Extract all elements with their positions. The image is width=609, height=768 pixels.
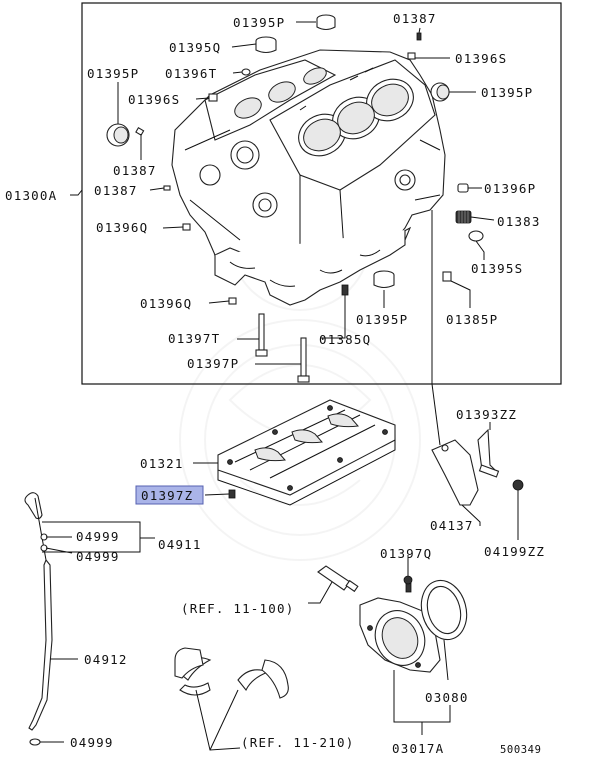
rear-seal-housing-03017A [359,575,468,673]
ref-11-210-bearings [174,647,289,699]
bedplate-01321 [217,399,396,506]
label-01395P-right[interactable]: 01395P [481,85,533,100]
label-01387-left[interactable]: 01387 [113,163,157,178]
label-01396S-top[interactable]: 01396S [455,51,507,66]
block-small-parts [106,14,484,383]
block-frame [81,2,562,385]
label-ref-11-210[interactable]: (REF. 11-210) [241,735,354,750]
label-01396P[interactable]: 01396P [484,181,536,196]
dipstick-04912 [24,492,53,746]
label-01397Z[interactable]: 01397Z [141,488,193,503]
label-01396S-left[interactable]: 01396S [128,92,180,107]
cylinder-block-drawing [171,49,446,306]
label-01385Q[interactable]: 01385Q [319,332,371,347]
label-04999-c[interactable]: 04999 [70,735,114,750]
label-01395P-top[interactable]: 01395P [233,15,285,30]
label-04199ZZ[interactable]: 04199ZZ [484,544,545,559]
part-labels: 01395P 01387 01395Q 01396S 01395P 01396T… [5,11,545,756]
label-03017A[interactable]: 03017A [392,741,444,756]
label-01383[interactable]: 01383 [497,214,541,229]
label-01396Q-mid[interactable]: 01396Q [96,220,148,235]
label-01396Q-low[interactable]: 01396Q [140,296,192,311]
label-04999-a[interactable]: 04999 [76,529,120,544]
label-01397T[interactable]: 01397T [168,331,220,346]
label-04911[interactable]: 04911 [158,537,202,552]
label-01385P[interactable]: 01385P [446,312,498,327]
label-01387-top[interactable]: 01387 [393,11,437,26]
label-ref-11-100[interactable]: (REF. 11-100) [181,601,294,616]
label-03080[interactable]: 03080 [425,690,469,705]
ref-11-100-part [317,565,359,593]
label-01397Q[interactable]: 01397Q [380,546,432,561]
label-01395S[interactable]: 01395S [471,261,523,276]
label-01397P[interactable]: 01397P [187,356,239,371]
label-01395P-low[interactable]: 01395P [356,312,408,327]
label-01300A[interactable]: 01300A [5,188,57,203]
label-01396T[interactable]: 01396T [165,66,217,81]
leader-lines [40,21,519,751]
highlight-01397Z [135,485,204,505]
label-01321[interactable]: 01321 [140,456,184,471]
label-01387-mid[interactable]: 01387 [94,183,138,198]
label-01395Q-top[interactable]: 01395Q [169,40,221,55]
label-01395P-left[interactable]: 01395P [87,66,139,81]
diagram-number: 500349 [500,744,542,756]
bracket-04137 [431,428,524,506]
label-04912[interactable]: 04912 [84,652,128,667]
label-04999-b[interactable]: 04999 [76,549,120,564]
label-04137[interactable]: 04137 [430,518,474,533]
label-01393ZZ[interactable]: 01393ZZ [456,407,517,422]
